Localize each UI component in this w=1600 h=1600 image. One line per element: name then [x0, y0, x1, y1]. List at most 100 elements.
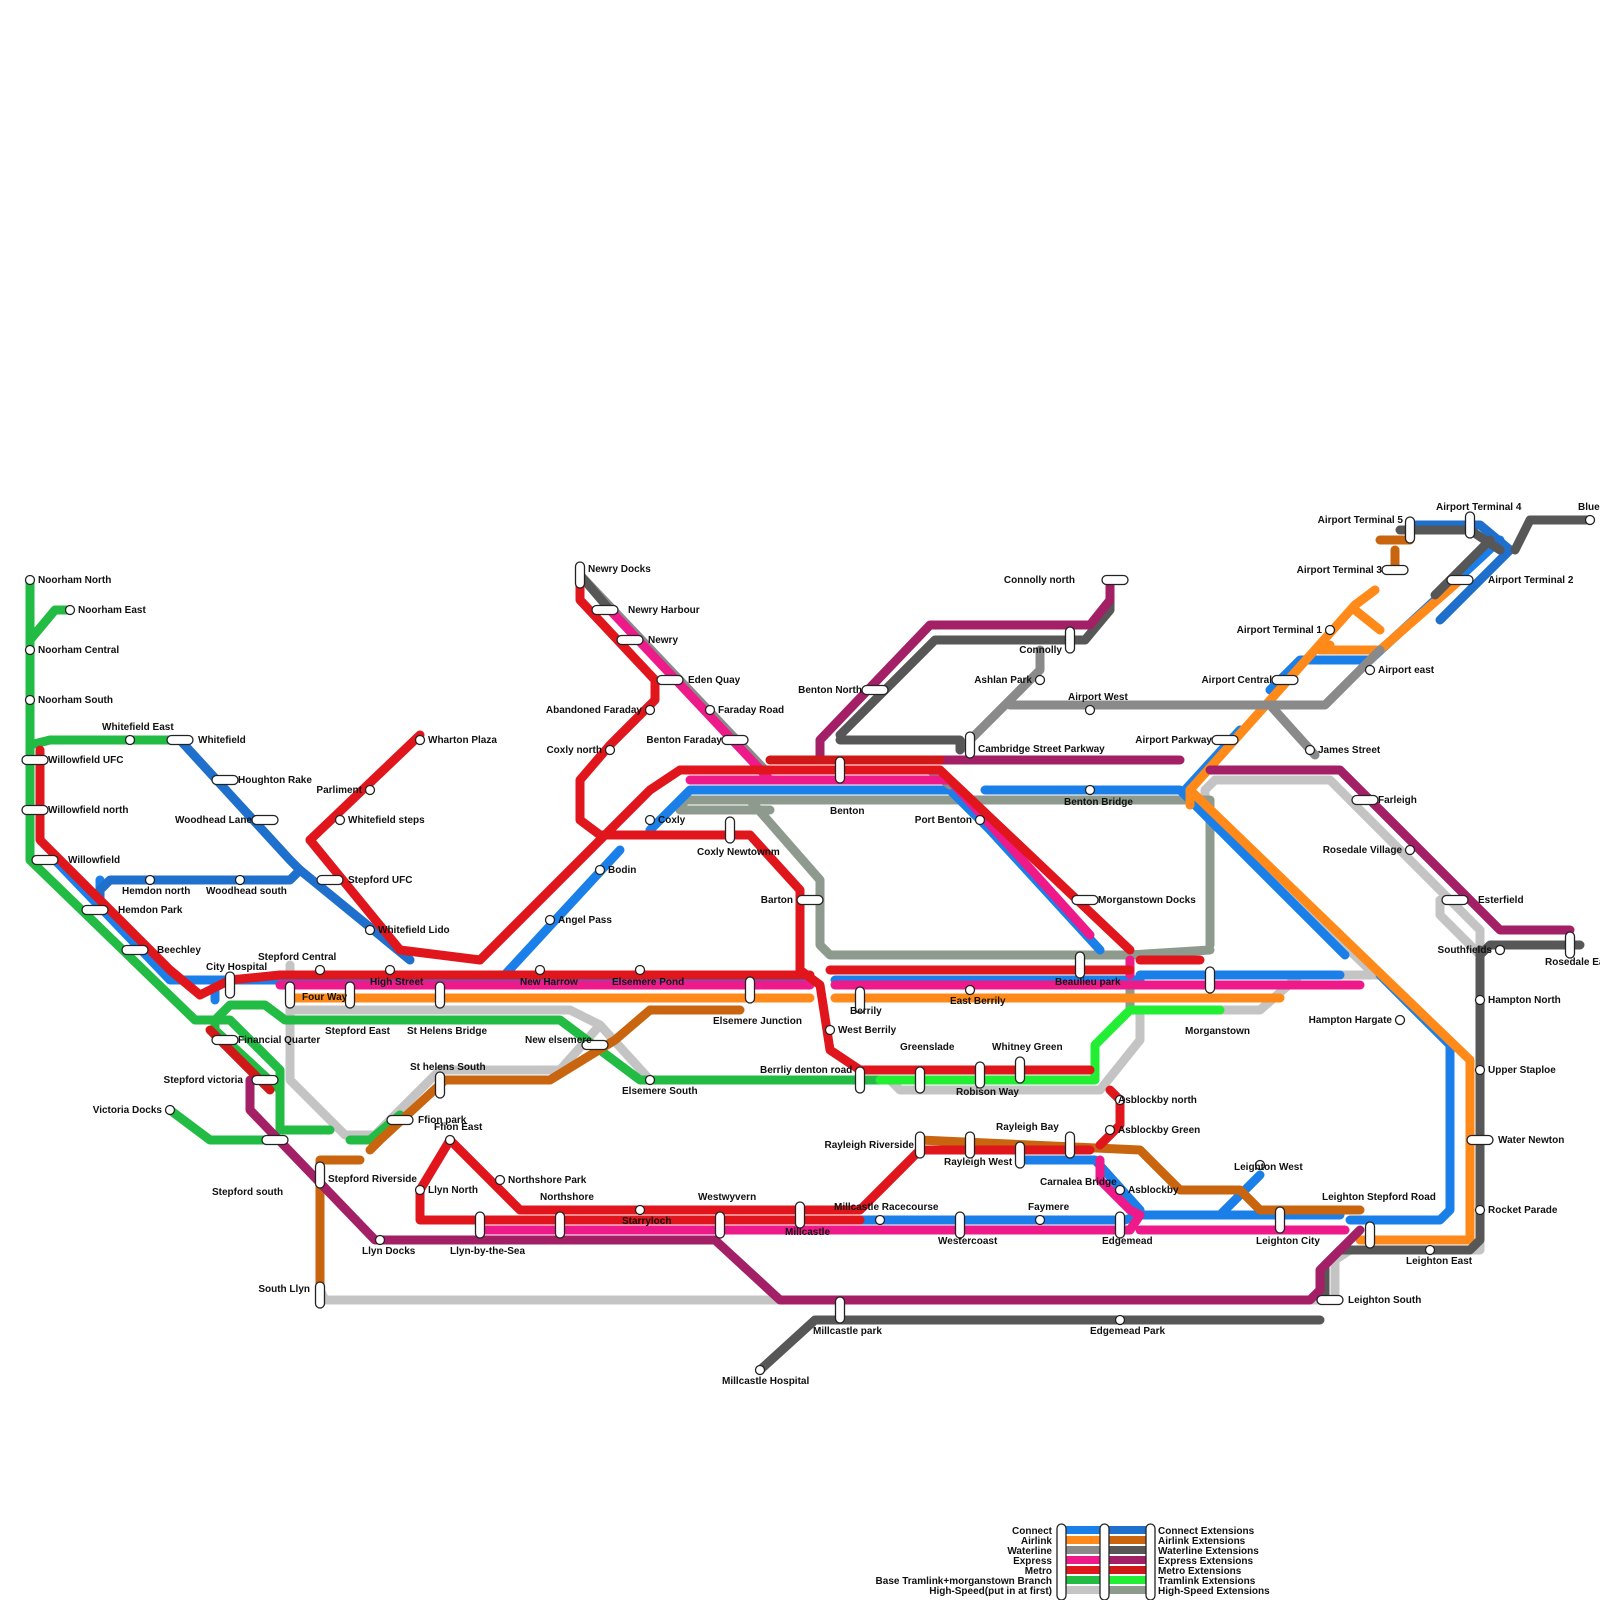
station-marker-millcastle-hospital[interactable]: [756, 1366, 765, 1375]
station-marker-financial-quarter[interactable]: [212, 1036, 238, 1045]
station-marker-west-berrily[interactable]: [826, 1026, 835, 1035]
station-marker-westwyvern[interactable]: [716, 1212, 725, 1238]
station-marker-beechley[interactable]: [122, 946, 148, 955]
station-marker-starryloch[interactable]: [636, 1206, 645, 1215]
station-marker-hampton-north[interactable]: [1476, 996, 1485, 1005]
station-marker-water-newton[interactable]: [1467, 1136, 1493, 1145]
station-marker-port-benton[interactable]: [976, 816, 985, 825]
station-marker-rosedale-east[interactable]: [1566, 932, 1575, 958]
station-marker-rayleigh-west[interactable]: [966, 1132, 975, 1158]
station-marker-greenslade[interactable]: [916, 1067, 925, 1093]
station-marker-stepford-ufc[interactable]: [317, 876, 343, 885]
station-marker-benton[interactable]: [836, 757, 845, 783]
station-marker-whitefield-lido[interactable]: [366, 926, 375, 935]
station-marker-willowfield-north[interactable]: [22, 806, 48, 815]
station-marker-airport-central[interactable]: [1272, 676, 1298, 685]
station-marker-coxly-north[interactable]: [606, 746, 615, 755]
station-marker-hemdon-park[interactable]: [82, 906, 108, 915]
station-marker-ashlan-park[interactable]: [1036, 676, 1045, 685]
station-marker-millcastle-racecourse[interactable]: [876, 1216, 885, 1225]
station-marker-benton-north[interactable]: [862, 686, 888, 695]
station-marker-asblockby-green[interactable]: [1106, 1126, 1115, 1135]
station-marker-benton-bridge[interactable]: [1086, 786, 1095, 795]
station-marker-noorham-east[interactable]: [66, 606, 75, 615]
station-marker-city-hospital[interactable]: [226, 972, 235, 998]
station-marker-stepford-riverside[interactable]: [316, 1162, 325, 1188]
station-marker-rocket-parade[interactable]: [1476, 1206, 1485, 1215]
station-marker-stepford-central[interactable]: [316, 966, 325, 975]
station-marker-edgemead[interactable]: [1116, 1212, 1125, 1238]
station-marker-farleigh[interactable]: [1352, 796, 1378, 805]
station-marker-parliment[interactable]: [366, 786, 375, 795]
station-marker-airport-terminal-2[interactable]: [1447, 576, 1473, 585]
station-marker-northshore[interactable]: [556, 1212, 565, 1238]
station-marker-airport-terminal-3[interactable]: [1382, 566, 1408, 575]
station-marker-abandoned-faraday[interactable]: [646, 706, 655, 715]
station-marker-airport-west[interactable]: [1086, 706, 1095, 715]
station-marker-morganstown-docks[interactable]: [1072, 896, 1098, 905]
station-marker-hampton-hargate[interactable]: [1396, 1016, 1405, 1025]
station-marker-elsemere-junction[interactable]: [746, 977, 755, 1003]
station-marker-noorham-central[interactable]: [26, 646, 35, 655]
station-marker-whitefield[interactable]: [167, 736, 193, 745]
station-marker-beaulieu-park[interactable]: [1076, 952, 1085, 978]
station-marker-morganstown[interactable]: [1206, 967, 1215, 993]
station-marker-angel-pass[interactable]: [546, 916, 555, 925]
station-marker-high-street[interactable]: [386, 966, 395, 975]
station-marker-airport-terminal-5[interactable]: [1406, 517, 1415, 543]
station-marker-benton-faraday[interactable]: [722, 736, 748, 745]
station-marker-whitefield-steps[interactable]: [336, 816, 345, 825]
station-marker-eden-quay[interactable]: [657, 676, 683, 685]
station-marker-leighton-east[interactable]: [1426, 1246, 1435, 1255]
station-marker-leighton-south[interactable]: [1317, 1296, 1343, 1305]
station-marker-st-helens-bridge[interactable]: [436, 982, 445, 1008]
station-marker-airport-east[interactable]: [1366, 666, 1375, 675]
station-marker-llyn-docks[interactable]: [376, 1236, 385, 1245]
station-marker-houghton-rake[interactable]: [212, 776, 238, 785]
station-marker-hemdon-north[interactable]: [146, 876, 155, 885]
station-marker-airport-terminal-1[interactable]: [1326, 626, 1335, 635]
station-marker-connolly[interactable]: [1066, 627, 1075, 653]
station-marker-barton[interactable]: [797, 896, 823, 905]
station-marker-carnalea-bridge[interactable]: [1016, 1142, 1025, 1168]
station-marker-elsemere-south[interactable]: [646, 1076, 655, 1085]
station-marker-willowfield[interactable]: [32, 856, 58, 865]
station-marker-millcastle[interactable]: [796, 1202, 805, 1228]
station-marker-airport-terminal-4[interactable]: [1466, 512, 1475, 538]
station-marker-whitney-green[interactable]: [1016, 1057, 1025, 1083]
station-marker-woodhead-lane[interactable]: [252, 816, 278, 825]
station-marker-victoria-docks[interactable]: [166, 1106, 175, 1115]
station-marker-newry[interactable]: [617, 636, 643, 645]
station-marker-elsemere-pond[interactable]: [636, 966, 645, 975]
station-marker-east-berrily[interactable]: [966, 986, 975, 995]
station-marker-coxly[interactable]: [646, 816, 655, 825]
station-marker-faymere[interactable]: [1036, 1216, 1045, 1225]
station-marker-ffion-park[interactable]: [387, 1116, 413, 1125]
station-marker-edgemead-park[interactable]: [1116, 1316, 1125, 1325]
station-marker-willowfield-ufc[interactable]: [22, 756, 48, 765]
station-marker-newry-docks[interactable]: [576, 562, 585, 588]
station-marker-upper-staploe[interactable]: [1476, 1066, 1485, 1075]
station-marker-faraday-road[interactable]: [706, 706, 715, 715]
station-marker-esterfield[interactable]: [1442, 896, 1468, 905]
station-marker-millcastle-park[interactable]: [836, 1297, 845, 1323]
station-marker-stepford-south[interactable]: [262, 1136, 288, 1145]
station-marker-airport-parkway[interactable]: [1212, 736, 1238, 745]
station-marker-cambridge-street-parkway[interactable]: [966, 732, 975, 758]
station-marker-connolly-north[interactable]: [1102, 576, 1128, 585]
station-marker-wharton-plaza[interactable]: [416, 736, 425, 745]
station-marker-leighton-stepford-road[interactable]: [1366, 1222, 1375, 1248]
station-marker-rayleigh-bay[interactable]: [1066, 1132, 1075, 1158]
station-marker-asblockby[interactable]: [1116, 1186, 1125, 1195]
station-marker-whitefield-east[interactable]: [126, 736, 135, 745]
station-marker-rayleigh-riverside[interactable]: [916, 1132, 925, 1158]
station-marker-ffion-east[interactable]: [446, 1136, 455, 1145]
station-marker-woodhead-south[interactable]: [236, 876, 245, 885]
station-marker-four-way[interactable]: [286, 982, 295, 1008]
station-marker-llyn-by-the-sea[interactable]: [476, 1212, 485, 1238]
station-marker-westercoast[interactable]: [956, 1212, 965, 1238]
station-marker-new-harrow[interactable]: [536, 966, 545, 975]
station-marker-berrliy-denton-road[interactable]: [856, 1067, 865, 1093]
station-marker-st-helens-south[interactable]: [436, 1072, 445, 1098]
station-marker-newry-harbour[interactable]: [592, 606, 618, 615]
